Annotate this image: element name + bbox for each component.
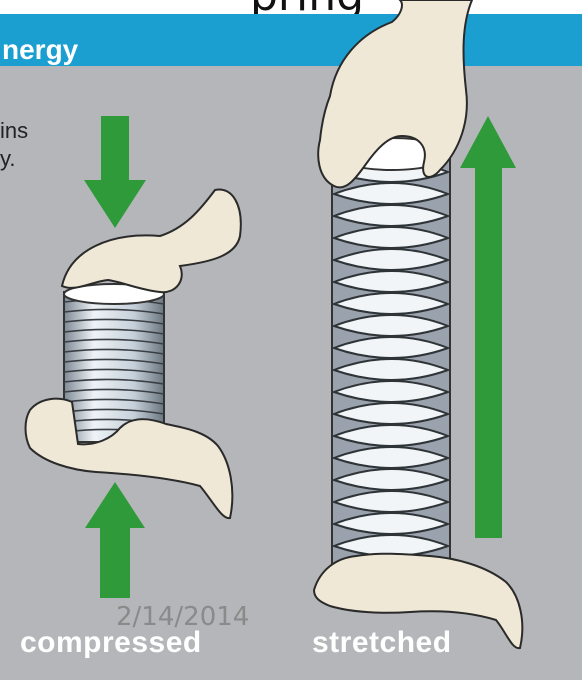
stretch-arrow-up-icon xyxy=(460,116,516,538)
compress-arrow-up-icon xyxy=(85,482,145,598)
compressed-top-hand-icon xyxy=(62,189,241,292)
compress-arrow-down-icon xyxy=(84,116,146,228)
stretched-label: stretched xyxy=(312,626,452,660)
stretched-spring-coil-icon xyxy=(332,138,450,576)
compressed-spring-coil-icon xyxy=(64,284,164,442)
compressed-label: compressed xyxy=(20,626,202,660)
